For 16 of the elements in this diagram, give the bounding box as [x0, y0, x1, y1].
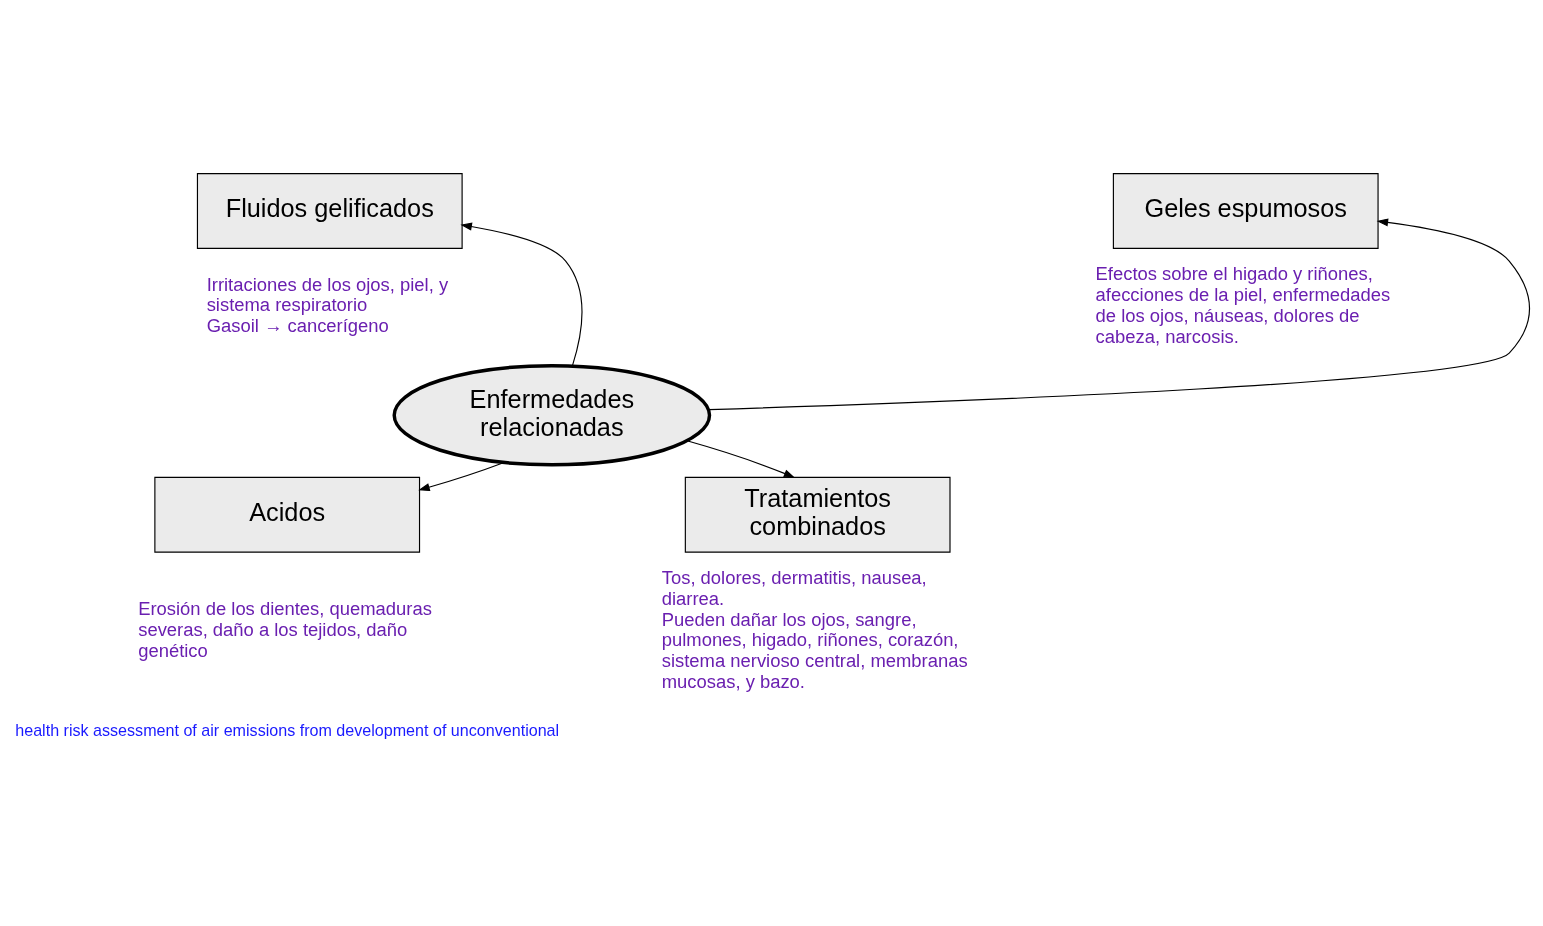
- node-box: Acidos: [154, 476, 421, 553]
- arrow: [686, 440, 796, 478]
- node-ellipse: Enfermedades relacionadas: [392, 364, 712, 467]
- arrow: [418, 461, 505, 492]
- arrow: [708, 218, 1531, 411]
- node-label: Tos, dolores, dermatitis, nausea, diarrea.: [661, 567, 927, 609]
- node-label: Pueden dañar los ojos, sangre, pulmones, higado, riñones, corazón, sistema nervioso central, membranas mucosas, y bazo.: [661, 608, 968, 692]
- node-label: Gasoil → cancerígeno: [206, 315, 389, 337]
- node-label: Efectos sobre el higado y riñones, afecciones de la piel, enfermedades de los ojos, náuseas, dolores de cabeza, narcosis.: [1095, 263, 1391, 347]
- node-label: Erosión de los dientes, quemaduras severas, daño a los tejidos, daño genético: [138, 598, 432, 661]
- arrow: [460, 222, 583, 367]
- node-box: Tratamientos combinados: [684, 476, 951, 553]
- node-label: Irritaciones de los ojos, piel, y sistema respiratorio: [206, 273, 449, 316]
- node-box: Geles espumosos: [1112, 173, 1379, 249]
- label: health risk assessment of air emissions from development of unconventional: [15, 720, 560, 739]
- node-box: Fluidos gelificados: [196, 173, 463, 249]
